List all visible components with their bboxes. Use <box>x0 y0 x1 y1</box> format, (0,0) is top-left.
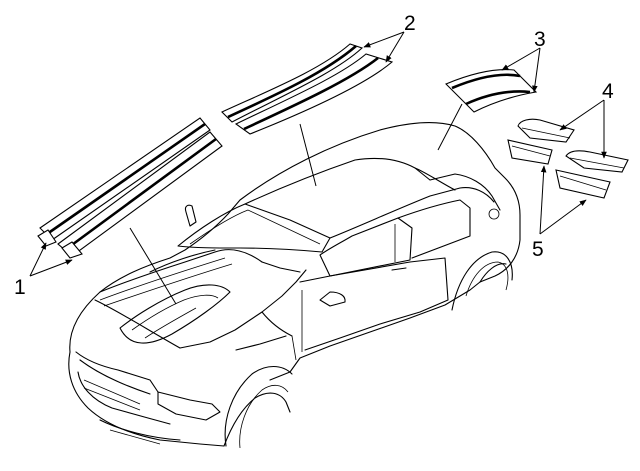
callout-label-2: 2 <box>404 12 416 35</box>
stripe-tape-part-4 <box>517 118 629 173</box>
stripe-tape-part-1 <box>37 117 223 259</box>
car-body-outline-icon <box>68 122 521 449</box>
callout-label-4: 4 <box>602 80 614 103</box>
callout-5-arrows <box>539 165 587 235</box>
callout-3-arrows <box>501 47 541 93</box>
callout-label-1: 1 <box>14 276 26 299</box>
callout-label-5: 5 <box>532 238 544 261</box>
stripe-tape-part-5 <box>507 139 611 199</box>
stripe-tape-part-3 <box>445 69 538 113</box>
callout-4-arrows <box>559 99 607 159</box>
callout-label-3: 3 <box>534 28 546 51</box>
callout-2-arrows <box>363 31 405 63</box>
callout-1-arrows <box>29 242 73 277</box>
leader-lines <box>129 103 463 305</box>
stripe-tape-part-2 <box>221 43 394 135</box>
